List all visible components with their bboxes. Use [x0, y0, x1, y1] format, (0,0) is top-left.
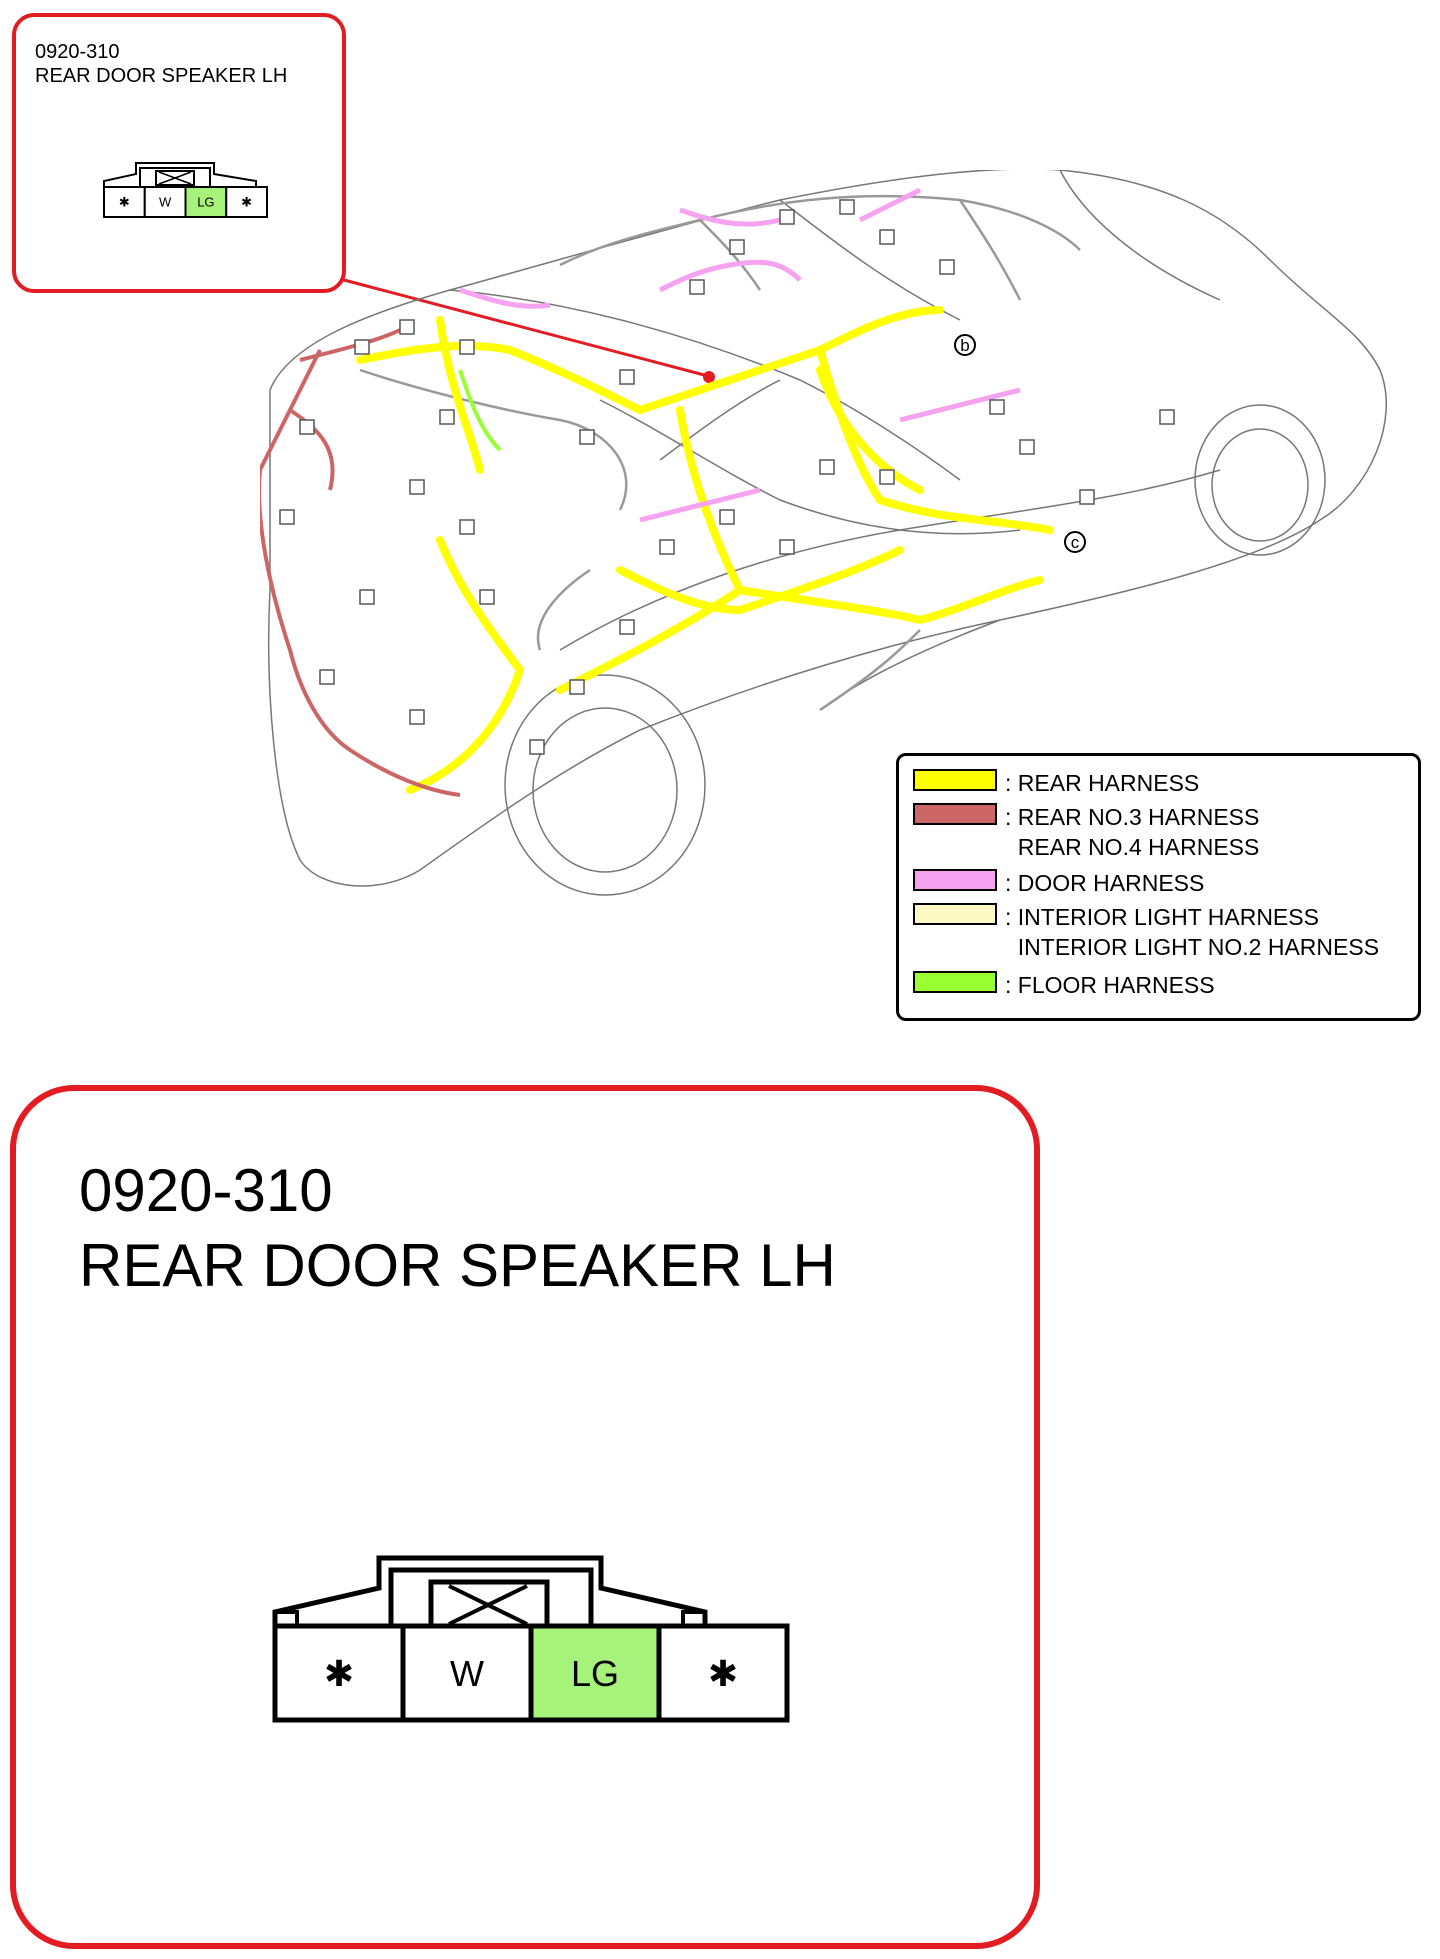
- svg-text:b: b: [960, 336, 969, 355]
- legend-label: : REAR HARNESS: [1005, 770, 1200, 796]
- rear-no3-harness: [260, 328, 461, 797]
- connector-pin-1: [103, 186, 146, 218]
- legend-swatch: [913, 971, 997, 993]
- callout-c: c: [1064, 531, 1086, 553]
- connector-pin-label: ✱: [241, 195, 252, 210]
- connector-location-marker: [703, 371, 715, 383]
- harness-legend: : REAR HARNESS : REAR NO.3 HARNESS REAR N…: [896, 753, 1421, 1021]
- legend-label: : REAR NO.3 HARNESS REAR NO.4 HARNESS: [1005, 804, 1260, 860]
- connector-face-large: ✱ W LG ✱: [272, 1555, 790, 1723]
- legend-swatch: [913, 869, 997, 891]
- connector-pin-label: W: [159, 195, 172, 210]
- legend-swatch: [913, 903, 997, 925]
- connector-pin-2: [143, 186, 187, 218]
- rear-harness: [356, 306, 1054, 794]
- legend-item: : INTERIOR LIGHT HARNESS INTERIOR LIGHT …: [913, 902, 1379, 962]
- connector-pin-label: ✱: [119, 195, 130, 210]
- interior-light-harness: [359, 194, 1081, 712]
- car-wheels: [504, 404, 1326, 896]
- vehicle-harness-diagram: b c: [260, 170, 1388, 896]
- connector-pin-4: [656, 1623, 790, 1723]
- svg-text:c: c: [1071, 533, 1080, 552]
- connector-pin-label: ✱: [708, 1653, 738, 1694]
- connector-callout-large: 0920-310 REAR DOOR SPEAKER LH ✱ W LG ✱: [10, 1085, 1040, 1949]
- legend-item: : DOOR HARNESS: [913, 868, 1204, 898]
- harness-connectors: [279, 199, 1175, 755]
- callout-leader-line: [343, 278, 715, 383]
- connector-name-small: REAR DOOR SPEAKER LH: [35, 65, 288, 87]
- legend-item: : REAR NO.3 HARNESS REAR NO.4 HARNESS: [913, 802, 1259, 862]
- connector-pin-label: LG: [197, 195, 214, 210]
- legend-label: : DOOR HARNESS: [1005, 870, 1205, 896]
- legend-swatch: [913, 769, 997, 791]
- connector-code-small: 0920-310: [35, 41, 120, 63]
- connector-pin-label: ✱: [324, 1653, 354, 1694]
- door-harness: [459, 187, 1021, 523]
- connector-pin-3: [528, 1623, 662, 1723]
- legend-label: : INTERIOR LIGHT HARNESS INTERIOR LIGHT …: [1005, 904, 1380, 960]
- connector-pin-4: [225, 186, 268, 218]
- connector-face-small: ✱ W LG ✱: [103, 162, 268, 218]
- connector-name-large: REAR DOOR SPEAKER LH: [79, 1232, 836, 1299]
- legend-item: : FLOOR HARNESS: [913, 970, 1215, 1000]
- callout-b: b: [954, 334, 976, 356]
- legend-swatch: [913, 803, 997, 825]
- connector-code-large: 0920-310: [79, 1157, 333, 1224]
- legend-item: : REAR HARNESS: [913, 768, 1199, 798]
- connector-callout-small: 0920-310 REAR DOOR SPEAKER LH ✱ W LG ✱: [12, 13, 346, 293]
- connector-pin-label: W: [450, 1653, 484, 1694]
- floor-harness: [458, 369, 502, 452]
- connector-pin-3: [184, 186, 228, 218]
- connector-pin-label: LG: [571, 1653, 619, 1694]
- connector-pin-1: [272, 1623, 406, 1723]
- legend-label: : FLOOR HARNESS: [1005, 972, 1215, 998]
